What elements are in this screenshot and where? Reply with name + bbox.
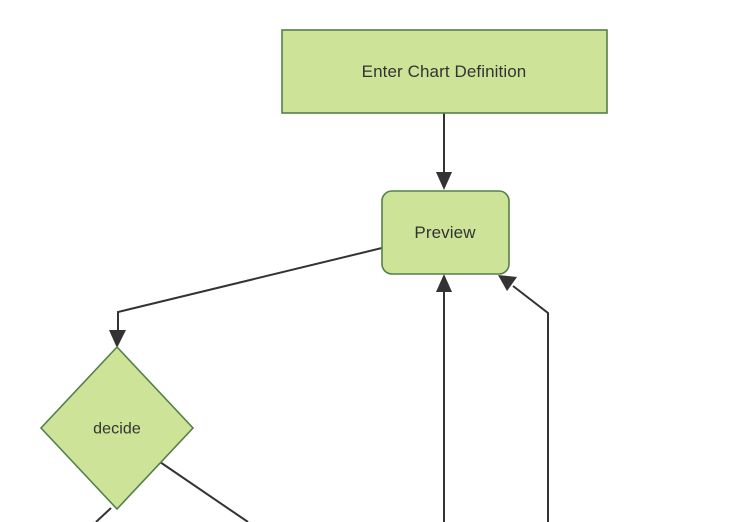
node-decide[interactable] [39, 345, 195, 511]
edge-bottom-right-to-preview [498, 275, 549, 522]
edge-decide-bottom-out [95, 507, 112, 522]
edge-preview-to-decide [109, 247, 383, 348]
node-preview[interactable] [381, 190, 510, 275]
arrow-head-icon [498, 275, 517, 291]
edge-decide-right-out [159, 461, 249, 522]
arrow-head-icon [436, 172, 452, 190]
edge-enter-to-preview [436, 113, 452, 190]
edge-bottom-center-to-preview [436, 274, 452, 522]
arrow-head-icon [436, 274, 452, 292]
node-enter-chart-definition[interactable] [281, 29, 608, 114]
arrow-head-icon [109, 330, 126, 348]
